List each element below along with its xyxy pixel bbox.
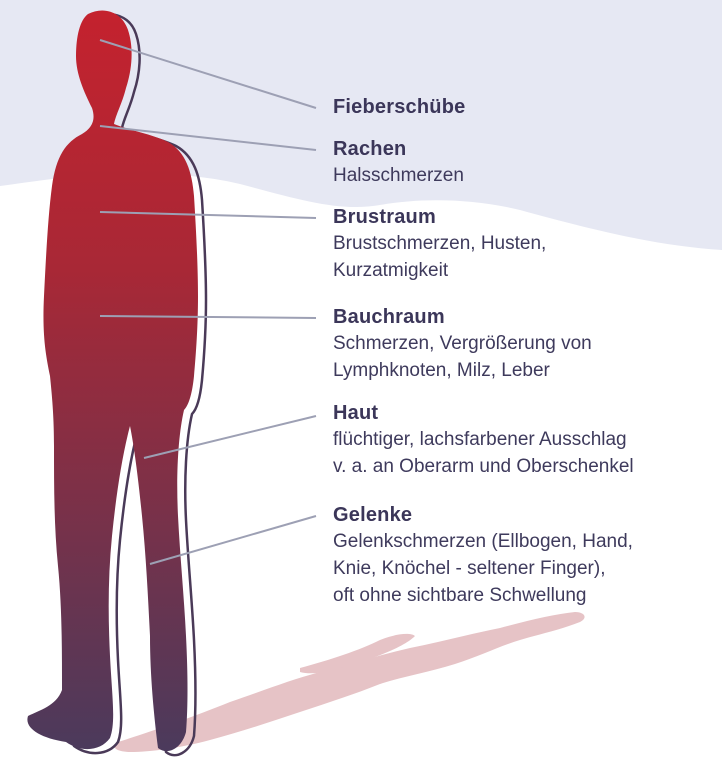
label-bauchraum: Bauchraum Schmerzen, Vergrößerung von Ly… (333, 304, 592, 384)
label-fieberschuebe: Fieberschübe (333, 94, 465, 120)
label-rachen: Rachen Halsschmerzen (333, 136, 464, 189)
label-description: Halsschmerzen (333, 162, 464, 189)
label-gelenke: Gelenke Gelenkschmerzen (Ellbogen, Hand,… (333, 502, 633, 609)
label-title: Brustraum (333, 204, 546, 230)
label-description: Gelenkschmerzen (Ellbogen, Hand, Knie, K… (333, 528, 633, 609)
label-haut: Haut flüchtiger, lachsfarbener Ausschlag… (333, 400, 634, 480)
label-brustraum: Brustraum Brustschmerzen, Husten, Kurzat… (333, 204, 546, 284)
label-description: Brustschmerzen, Husten, Kurzatmigkeit (333, 230, 546, 284)
label-description: flüchtiger, lachsfarbener Ausschlag v. a… (333, 426, 634, 480)
label-title: Gelenke (333, 502, 633, 528)
label-description: Schmerzen, Vergrößerung von Lymphknoten,… (333, 330, 592, 384)
label-title: Haut (333, 400, 634, 426)
label-title: Fieberschübe (333, 94, 465, 120)
label-title: Bauchraum (333, 304, 592, 330)
label-title: Rachen (333, 136, 464, 162)
